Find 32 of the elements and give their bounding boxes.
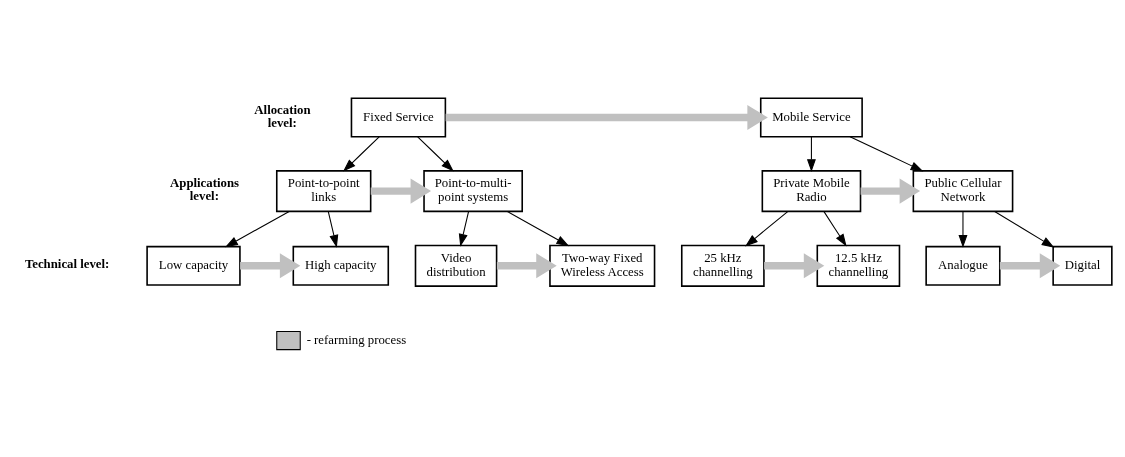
node-box: Mobile Service xyxy=(759,96,863,137)
node-box: Analogue xyxy=(925,245,1001,286)
arrow xyxy=(806,135,816,172)
arrow xyxy=(458,210,470,247)
arrow xyxy=(496,252,557,278)
arrow xyxy=(849,135,924,171)
arrow xyxy=(999,252,1061,278)
arrow xyxy=(506,210,570,246)
node-box: 12.5 kHz channelling xyxy=(816,244,901,287)
node-box: High capacity xyxy=(292,245,390,286)
node-box: Two-way Fixed Wireless Access xyxy=(549,244,656,287)
arrow xyxy=(745,210,789,247)
node-box: Point-to-point links xyxy=(275,169,372,212)
node-box: Low capacity xyxy=(146,245,241,286)
label: Technical level: xyxy=(24,256,110,271)
label: Allocation level: xyxy=(254,102,311,130)
arrow xyxy=(994,210,1055,248)
label: Applications level: xyxy=(170,175,240,203)
legend-label: - refarming process xyxy=(306,332,407,347)
node-box: Video distribution xyxy=(414,244,498,287)
node-box: Fixed Service xyxy=(350,96,447,137)
node-box: Point-to-multi-point systems xyxy=(423,169,523,212)
arrow xyxy=(417,135,454,172)
arrow xyxy=(327,210,339,248)
arrow xyxy=(958,210,968,248)
arrow xyxy=(225,210,290,247)
arrow xyxy=(823,210,847,247)
node-box: Private Mobile Radio xyxy=(761,169,862,212)
node-box: 25 kHz channelling xyxy=(680,244,765,287)
arrow xyxy=(343,135,380,172)
node-box: Public Cellular Network xyxy=(912,169,1014,212)
node-box: Digital xyxy=(1052,245,1113,286)
